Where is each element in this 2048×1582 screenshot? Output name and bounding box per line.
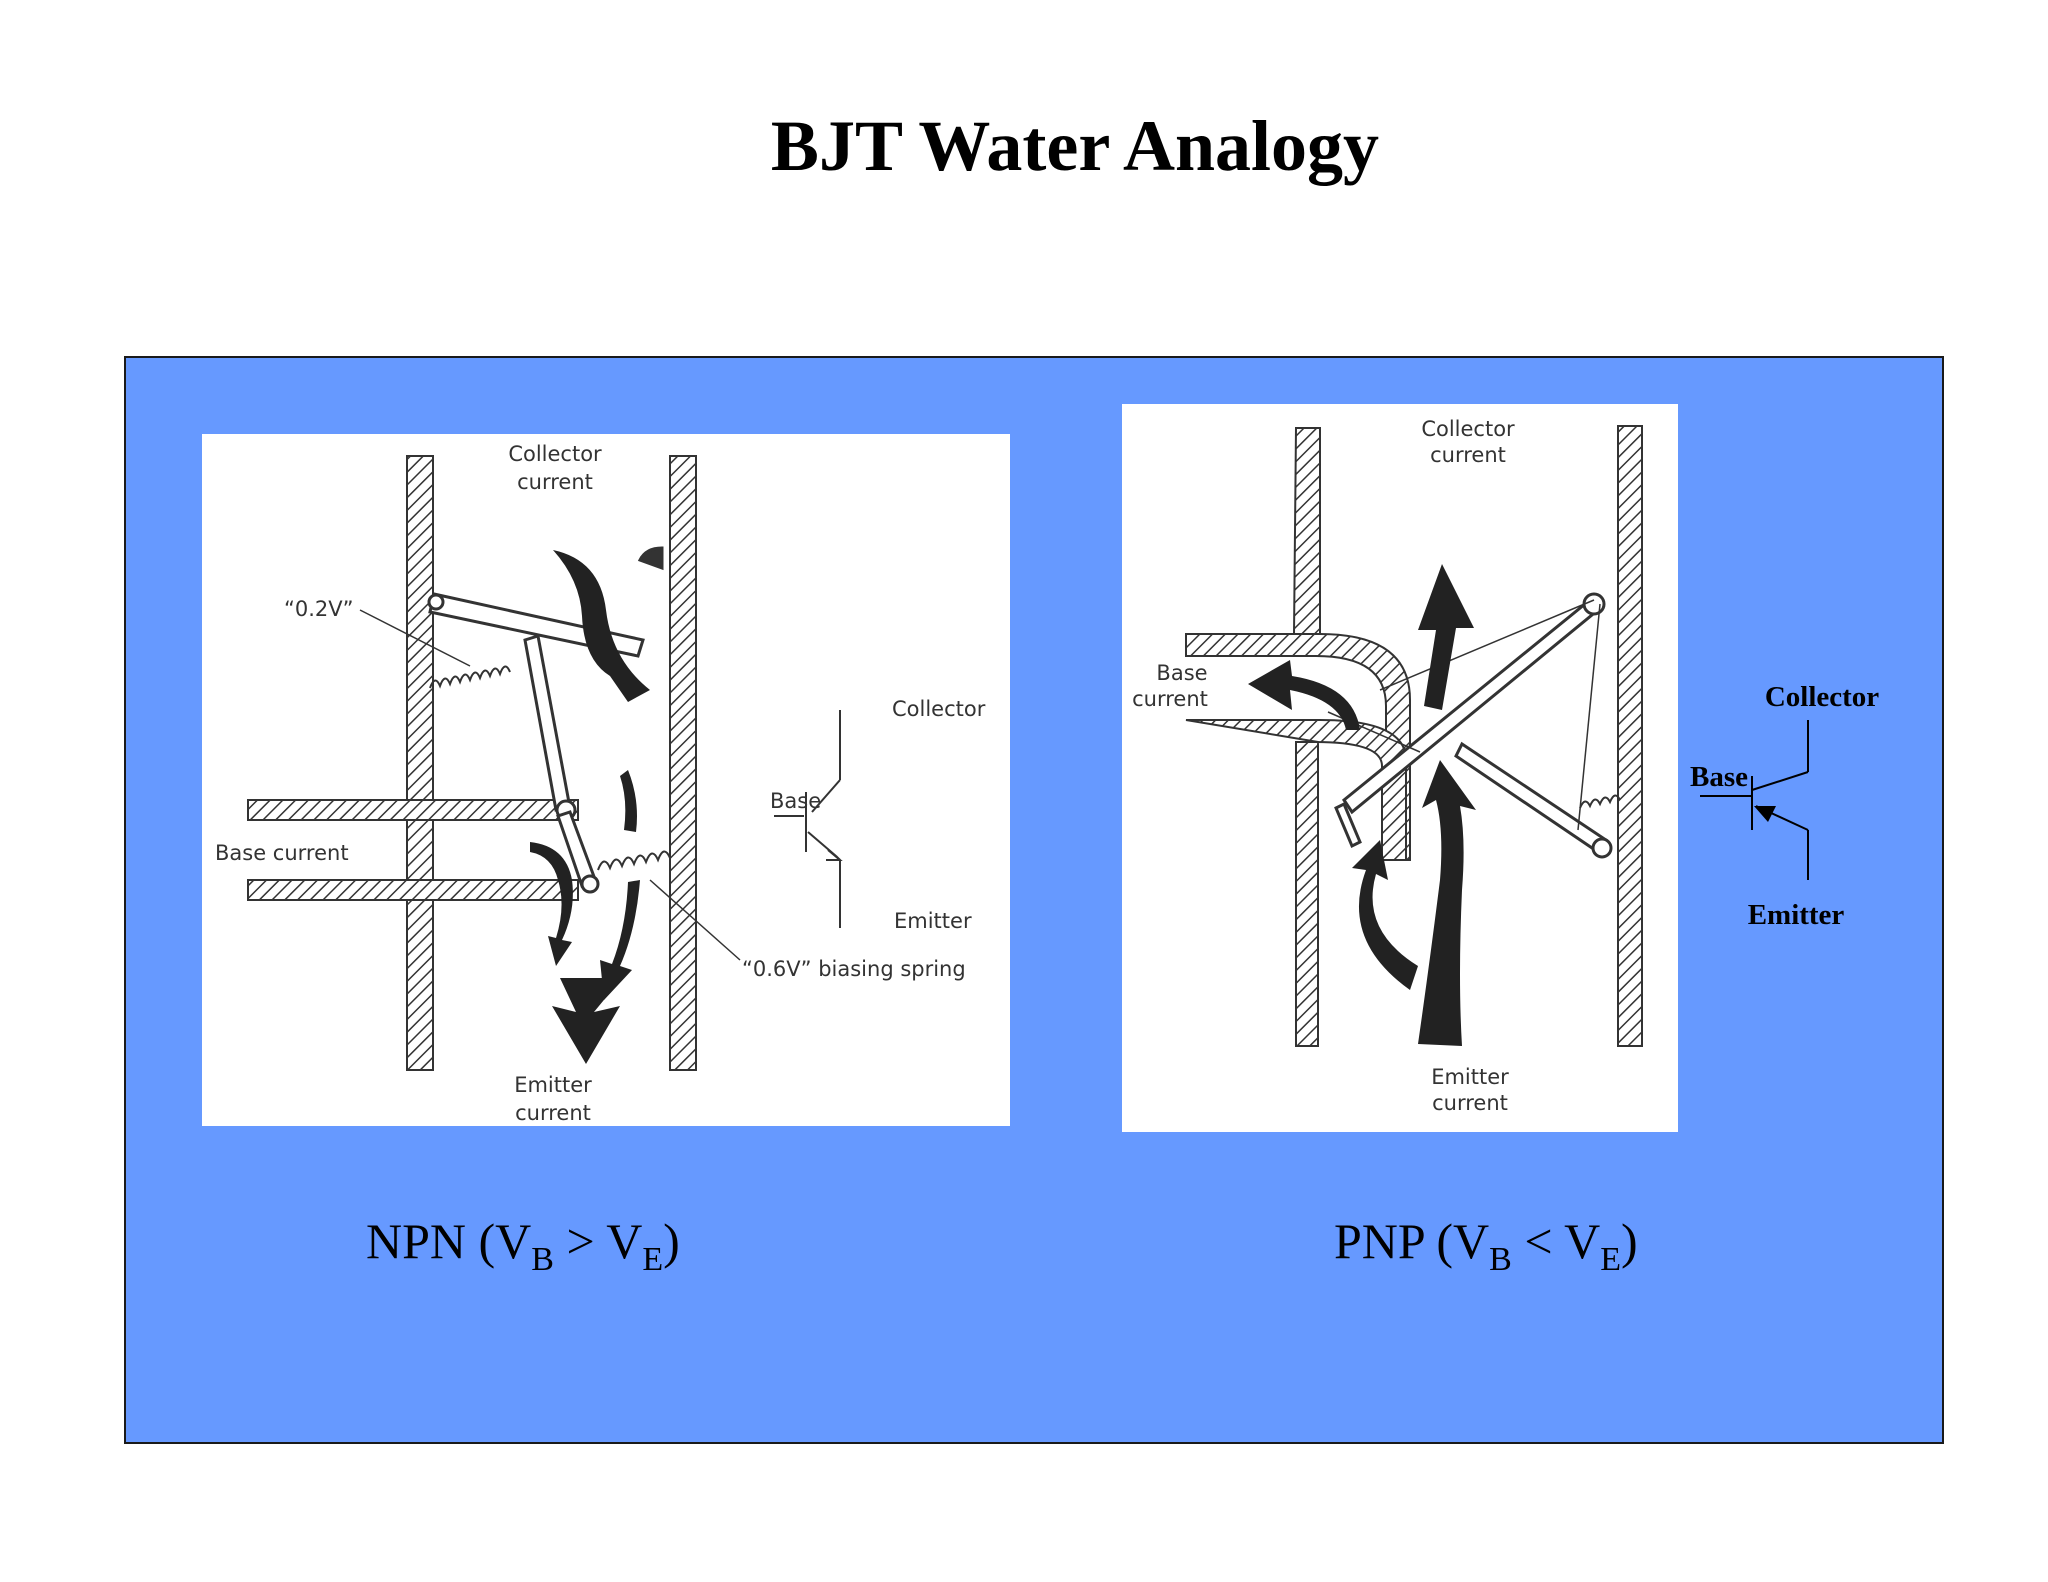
npn-emitter-current-label-1: Emitter <box>514 1073 592 1097</box>
npn-symbol-collector-label: Collector <box>892 697 986 721</box>
pnp-symbol-base-label: Base <box>1690 761 1748 793</box>
pnp-lever <box>1334 592 1613 859</box>
pnp-spring <box>1579 794 1621 809</box>
pnp-diagram: Collector current Base current Emitter c… <box>1122 404 1678 1132</box>
npn-caption: NPN (VB > VE) <box>366 1213 680 1278</box>
npn-base-current-label: Base current <box>215 841 349 865</box>
pnp-emitter-current-label-2: current <box>1432 1091 1508 1115</box>
npn-walls <box>247 455 697 1071</box>
pnp-collector-current-label-1: Collector <box>1421 417 1515 441</box>
pnp-emitter-current-label-1: Emitter <box>1431 1065 1509 1089</box>
npn-bias-06v-label: “0.6V” biasing spring <box>742 957 966 981</box>
npn-spring-02v <box>429 665 511 689</box>
npn-spring-06v <box>597 850 671 871</box>
page-title: BJT Water Analogy <box>770 106 1380 186</box>
npn-lever <box>427 546 664 894</box>
npn-diagram: Collector current “0.2V” Base current Em… <box>202 434 1010 1126</box>
npn-collector-current-label-1: Collector <box>508 442 602 466</box>
pnp-emitter-arrow-icon <box>1754 806 1776 822</box>
npn-emitter-current-label-2: current <box>515 1101 591 1125</box>
npn-hand-symbol <box>774 710 843 928</box>
pnp-symbol-emitter-label: Emitter <box>1748 899 1845 931</box>
pnp-flow-arrows <box>1248 564 1476 1046</box>
npn-bias-02v-label: “0.2V” <box>284 597 354 621</box>
pnp-symbol: Collector Base Emitter <box>1690 681 1879 931</box>
pnp-collector-current-label-2: current <box>1430 443 1506 467</box>
pnp-base-current-label-1: Base <box>1156 661 1207 685</box>
npn-symbol-emitter-label: Emitter <box>894 909 972 933</box>
npn-collector-current-label-2: current <box>517 470 593 494</box>
npn-symbol-base-label: Base <box>770 789 821 813</box>
npn-flow-arrows <box>530 550 650 1064</box>
pnp-base-current-label-2: current <box>1132 687 1208 711</box>
pnp-walls <box>1185 425 1643 1047</box>
pnp-caption: PNP (VB < VE) <box>1334 1213 1638 1278</box>
pnp-symbol-collector-label: Collector <box>1765 681 1879 713</box>
